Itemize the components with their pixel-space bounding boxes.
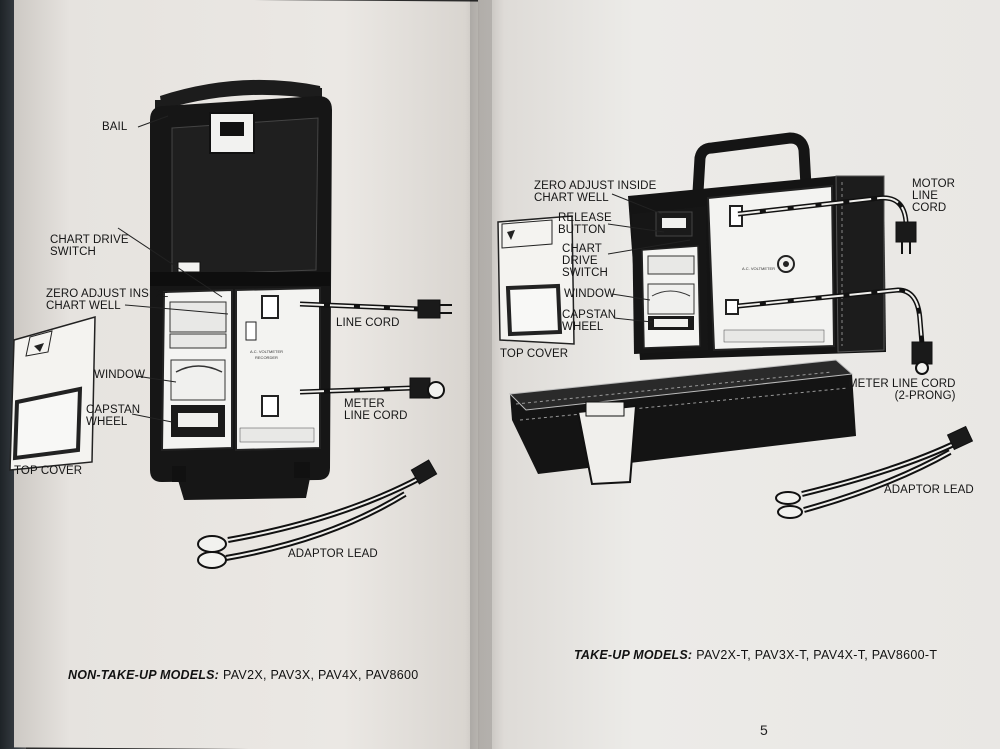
left-top-cover-illustration bbox=[9, 316, 96, 471]
right-case-body: A.C. VOLTMETER bbox=[628, 175, 886, 360]
left-leader-lines bbox=[117, 115, 229, 423]
label-chart-drive-switch: CHART DRIVE SWITCH bbox=[50, 234, 129, 258]
label-capstan-wheel: CAPSTAN WHEEL bbox=[86, 404, 141, 428]
carry-handle-illustration bbox=[692, 132, 812, 193]
label-meter-line-cord: METER LINE CORD (2-PRONG) bbox=[848, 378, 956, 402]
label-motor-line-cord: MOTOR LINE CORD bbox=[912, 178, 956, 214]
right-top-cover-illustration bbox=[497, 215, 575, 345]
label-chart-drive-switch: CHART DRIVE SWITCH bbox=[562, 243, 608, 279]
label-window: WINDOW bbox=[564, 288, 616, 300]
label-line-cord: LINE CORD bbox=[336, 317, 400, 329]
label-top-cover: TOP COVER bbox=[14, 465, 83, 477]
left-adaptor-lead-illustration bbox=[197, 459, 438, 569]
label-zero-adjust: ZERO ADJUST INSIDE CHART WELL bbox=[534, 180, 657, 204]
label-release-button: RELEASE BUTTON bbox=[558, 212, 612, 236]
left-case-body: A.C. VOLTMETER RECORDER bbox=[150, 96, 332, 500]
label-bail: BAIL bbox=[102, 121, 128, 133]
label-zero-adjust: ZERO ADJUST INSIDE CHART WELL bbox=[46, 288, 169, 312]
right-motor-line-cord-illustration bbox=[737, 195, 917, 254]
svg-text:RECORDER: RECORDER bbox=[255, 355, 278, 360]
case-base-tray bbox=[508, 359, 856, 486]
svg-text:A.C. VOLTMETER: A.C. VOLTMETER bbox=[742, 266, 775, 271]
label-capstan-wheel: CAPSTAN WHEEL bbox=[562, 309, 617, 333]
models-prefix: TAKE-UP MODELS: bbox=[574, 648, 693, 662]
right-adaptor-lead-illustration bbox=[775, 425, 974, 519]
right-leader-lines bbox=[607, 193, 691, 323]
models-prefix: NON-TAKE-UP MODELS: bbox=[68, 668, 220, 682]
take-up-models: TAKE-UP MODELS:PAV2X-T, PAV3X-T, PAV4X-T… bbox=[574, 648, 937, 662]
svg-text:A.C. VOLTMETER: A.C. VOLTMETER bbox=[250, 349, 283, 354]
left-line-cord-illustration bbox=[299, 299, 452, 319]
non-take-up-models: NON-TAKE-UP MODELS:PAV2X, PAV3X, PAV4X, … bbox=[68, 668, 419, 682]
label-adaptor-lead: ADAPTOR LEAD bbox=[884, 484, 974, 496]
models-list: PAV2X, PAV3X, PAV4X, PAV8600 bbox=[223, 668, 419, 682]
page-number: 5 bbox=[760, 722, 768, 738]
label-adaptor-lead: ADAPTOR LEAD bbox=[288, 548, 378, 560]
label-window: WINDOW bbox=[94, 369, 146, 381]
book-gutter bbox=[470, 0, 492, 749]
models-list: PAV2X-T, PAV3X-T, PAV4X-T, PAV8600-T bbox=[696, 648, 938, 662]
right-meter-line-cord-illustration bbox=[737, 287, 933, 375]
label-meter-line-cord: METER LINE CORD bbox=[344, 398, 408, 422]
label-top-cover: TOP COVER bbox=[500, 348, 569, 360]
left-meter-line-cord-illustration bbox=[299, 377, 445, 399]
